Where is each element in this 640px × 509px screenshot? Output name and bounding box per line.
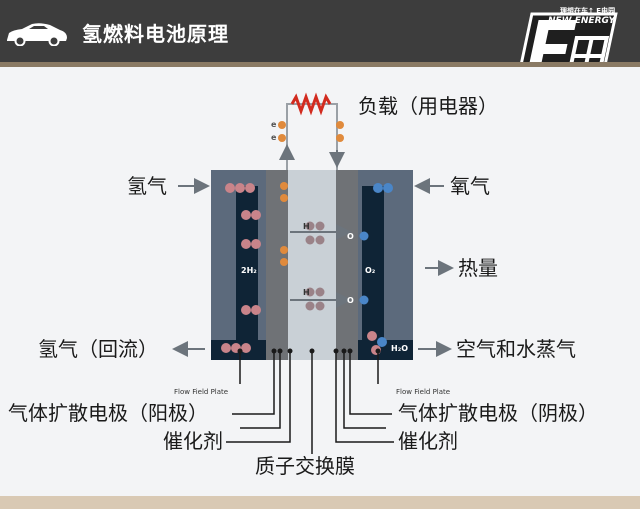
proton-label: H	[303, 288, 310, 297]
electron-dot	[280, 246, 288, 254]
h2o-label: H₂O	[391, 344, 408, 353]
hydrogen-in-label: 氢气	[127, 174, 167, 198]
h2-chamber-label: 2H₂	[241, 266, 257, 275]
electron-dot	[336, 121, 344, 129]
electron-label: e	[271, 133, 277, 142]
electron-dot	[280, 182, 288, 190]
gas-channel-cathode	[362, 186, 384, 341]
electron-label: e	[271, 120, 277, 129]
oxygen-in-label: 氧气	[450, 174, 490, 198]
hydrogen-return-label: 氢气（回流）	[38, 337, 158, 361]
electron-dot	[280, 258, 288, 266]
cathode-electrode-label: 气体扩散电极（阴极）	[398, 401, 598, 425]
flow-plate-right-label: Flow Field Plate	[396, 388, 451, 396]
flow-plate-left-label: Flow Field Plate	[174, 388, 229, 396]
air-water-label: 空气和水蒸气	[456, 337, 576, 361]
footer-band	[0, 496, 640, 509]
electron-dot	[280, 194, 288, 202]
oxygen-ion-label: O	[347, 296, 354, 305]
catalyst-right-label: 催化剂	[398, 429, 458, 453]
cathode-bottom-bar	[358, 340, 413, 360]
page-title: 氢燃料电池原理	[82, 22, 229, 46]
external-circuit-wire	[286, 103, 338, 170]
catalyst-left-label: 催化剂	[163, 429, 223, 453]
header-stripe	[0, 62, 640, 67]
leader-lines	[226, 351, 394, 454]
oxygen-ion-label: O	[347, 232, 354, 241]
anode-electrode	[266, 170, 288, 360]
oxygen-ion-group	[359, 231, 369, 305]
gas-channel-anode	[236, 186, 258, 341]
anode-electrode-label: 气体扩散电极（阳极）	[8, 401, 208, 425]
heat-label: 热量	[458, 256, 498, 280]
proton-label: H	[303, 222, 310, 231]
load-label: 负载（用电器）	[358, 94, 498, 118]
proton-exchange-membrane	[288, 170, 336, 360]
load-resistor	[290, 92, 332, 116]
electron-dot	[278, 134, 286, 142]
leader-dots	[237, 348, 381, 354]
electron-dot	[336, 134, 344, 142]
brand-tagline: NEW ENERGY	[548, 16, 616, 26]
car-icon	[7, 23, 67, 46]
cathode-electrode	[336, 170, 358, 360]
proton-group	[305, 221, 325, 311]
brand-subtitle: 理想在车↑ E电园	[560, 7, 616, 15]
o2-chamber-label: O₂	[365, 266, 376, 275]
electron-dot	[278, 121, 286, 129]
membrane-label: 质子交换膜	[255, 454, 355, 478]
